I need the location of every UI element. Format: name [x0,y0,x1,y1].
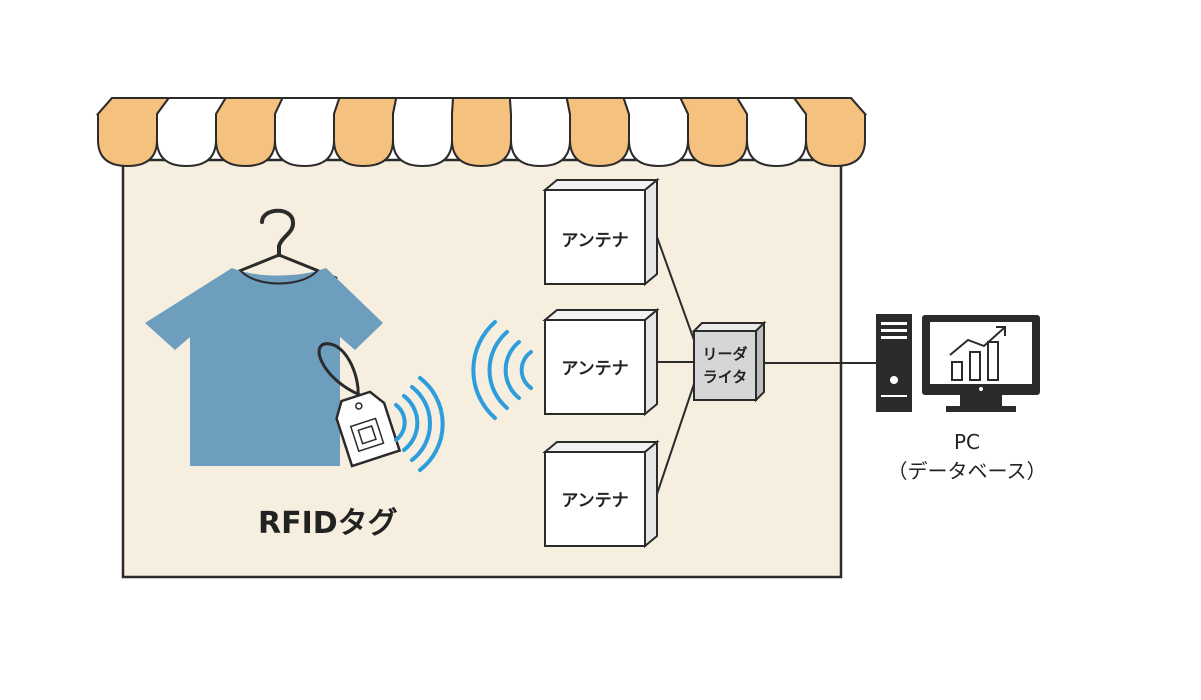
radio-waves-icon [394,376,445,472]
awning-stripe [215,97,285,168]
awning [95,97,868,168]
reader-writer-label-line1: リーダ [702,345,748,363]
tshirt-icon [145,268,383,466]
antenna-box-3 [542,439,660,549]
awning-stripe [735,97,807,168]
awning-stripe [333,97,398,168]
collar [239,269,319,285]
pc-label-line1: PC [953,430,981,454]
awning-stripe [274,97,341,168]
antenna-box-2 [542,307,660,417]
awning-stripe [451,97,512,168]
radio-waves-icon [471,320,533,420]
reader-writer-box [691,320,767,403]
awning-stripe [678,97,748,168]
antenna-box-1 [542,177,660,287]
antenna-connections [656,236,695,495]
rfid-tag-label: RFIDタグ [258,506,398,541]
awning-stripe [622,97,689,168]
pc-label-line2: （データベース） [887,459,1047,483]
pc-tower-icon [876,314,912,412]
antenna-label-1: アンテナ [561,231,629,251]
tag-string [317,342,361,399]
antenna-label-3: アンテナ [561,491,629,511]
reader-writer-label-line2: ライタ [702,368,748,386]
awning-stripe [508,97,571,168]
monitor-chart-icon [922,315,1040,412]
rfid-tag-icon [335,390,402,468]
awning-stripe [792,97,866,168]
awning-stripe [392,97,455,168]
awning-stripe [565,97,630,168]
antenna-label-2: アンテナ [561,359,629,379]
